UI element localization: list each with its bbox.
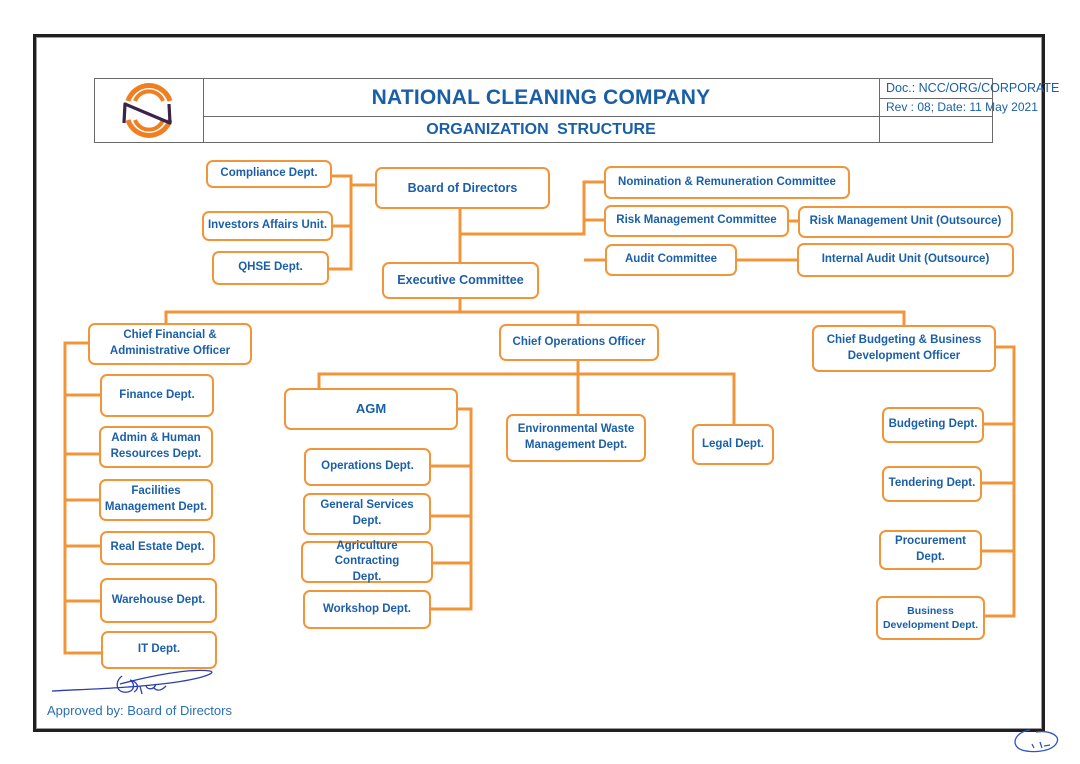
agm-box[interactable]: AGM	[284, 388, 458, 430]
ncc-logo-icon	[122, 83, 173, 138]
approved-by-text: Approved by: Board of Directors	[47, 703, 232, 718]
operations-dept-box[interactable]: Operations Dept.	[304, 448, 431, 486]
qhse-dept-box[interactable]: QHSE Dept.	[212, 251, 329, 285]
subtitle-cell: ORGANIZATION STRUCTURE	[203, 117, 880, 142]
title-cell: NATIONAL CLEANING COMPANY	[203, 79, 880, 117]
connector-coo-bus	[317, 360, 736, 424]
coo-box[interactable]: Chief Operations Officer	[499, 324, 659, 361]
connector-board-left	[327, 174, 376, 271]
page-frame	[33, 34, 1045, 732]
risk-unit-box[interactable]: Risk Management Unit (Outsource)	[798, 206, 1013, 238]
it-dept-box[interactable]: IT Dept.	[101, 631, 217, 669]
doc-ref-cell: Doc.: NCC/ORG/CORPORATE	[880, 79, 1059, 99]
connector-cfo-bracket	[63, 341, 103, 655]
finance-dept-box[interactable]: Finance Dept.	[100, 374, 214, 417]
budgeting-dept-box[interactable]: Budgeting Dept.	[882, 407, 984, 443]
revision-cell: Rev : 08; Date: 11 May 2021	[880, 99, 1038, 117]
connector-cbdo-bracket	[982, 345, 1016, 618]
connector-exec-bus	[164, 298, 906, 326]
revision: Rev : 08; Date: 11 May 2021	[886, 100, 1038, 114]
header-table: NATIONAL CLEANING COMPANY ORGANIZATION S…	[94, 78, 1059, 143]
internal-audit-unit-box[interactable]: Internal Audit Unit (Outsource)	[797, 243, 1014, 277]
connector-agm-bracket	[431, 407, 473, 611]
compliance-dept-box[interactable]: Compliance Dept.	[206, 160, 332, 188]
risk-committee-box[interactable]: Risk Management Committee	[604, 205, 789, 237]
tendering-dept-box[interactable]: Tendering Dept.	[882, 466, 982, 502]
logo-cell	[95, 79, 204, 142]
real-estate-dept-box[interactable]: Real Estate Dept.	[100, 531, 215, 565]
cfo-box[interactable]: Chief Financial &Administrative Officer	[88, 323, 252, 365]
workshop-dept-box[interactable]: Workshop Dept.	[303, 590, 431, 629]
nomination-committee-box[interactable]: Nomination & Remuneration Committee	[604, 166, 850, 199]
legal-dept-box[interactable]: Legal Dept.	[692, 424, 774, 465]
chart-subtitle: ORGANIZATION STRUCTURE	[426, 121, 656, 138]
investors-affairs-box[interactable]: Investors Affairs Unit.	[202, 211, 333, 241]
connector-board-committees	[460, 180, 606, 262]
warehouse-dept-box[interactable]: Warehouse Dept.	[100, 578, 217, 623]
audit-committee-box[interactable]: Audit Committee	[605, 244, 737, 276]
doc-ref: Doc.: NCC/ORG/CORPORATE	[886, 81, 1060, 95]
initials-icon	[1014, 729, 1059, 753]
company-name: NATIONAL CLEANING COMPANY	[371, 86, 711, 109]
signature-icon	[51, 669, 213, 695]
board-of-directors-box[interactable]: Board of Directors	[375, 167, 550, 209]
executive-committee-box[interactable]: Executive Committee	[382, 262, 539, 299]
